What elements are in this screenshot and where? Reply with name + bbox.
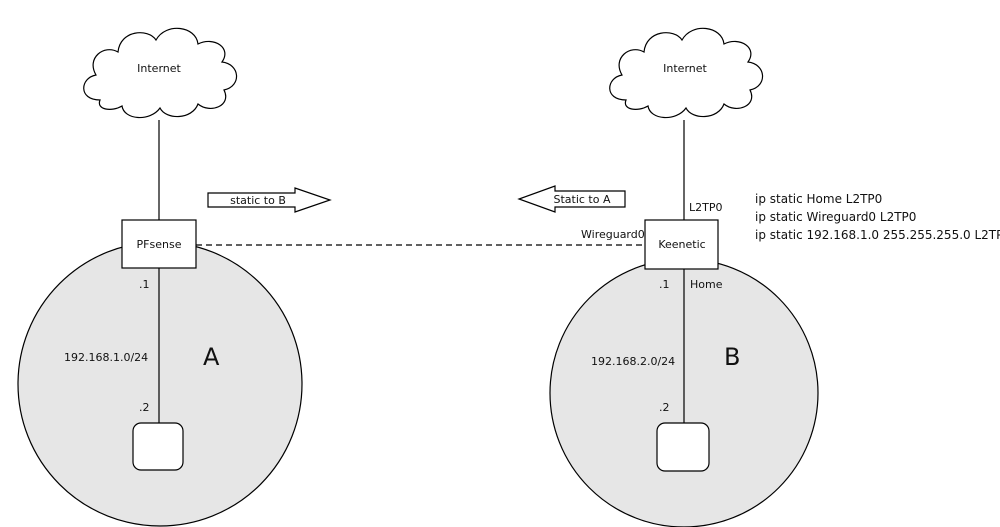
static-route-command: ip static Wireguard0 L2TP0: [755, 210, 916, 224]
client-host-left: .2: [139, 401, 150, 414]
internet-label-right: Internet: [663, 62, 707, 75]
client-device-right[interactable]: [656, 422, 710, 472]
zone-letter-b: B: [724, 343, 740, 371]
l2tp-interface-label: L2TP0: [689, 201, 722, 214]
gateway-host-left: .1: [139, 278, 150, 291]
wireguard-interface-label: Wireguard0: [581, 228, 645, 241]
site-a-zone: [17, 241, 303, 527]
static-to-a-arrow: [517, 185, 626, 213]
internet-cloud-left: [83, 27, 238, 119]
internet-label-left: Internet: [137, 62, 181, 75]
gateway-host-right: .1: [659, 278, 670, 291]
zone-letter-a: A: [203, 343, 220, 371]
client-host-right: .2: [659, 401, 670, 414]
static-to-b-arrow: [207, 187, 332, 213]
home-interface-label: Home: [690, 278, 723, 291]
keenetic-router-label: Keenetic: [658, 238, 705, 251]
static-route-command: ip static 192.168.1.0 255.255.255.0 L2TP…: [755, 228, 1000, 242]
subnet-label-right: 192.168.2.0/24: [591, 355, 675, 368]
static-to-a-label: Static to A: [553, 193, 610, 206]
pfsense-router-label: PFsense: [137, 238, 182, 251]
pfsense-router[interactable]: [121, 219, 197, 269]
keenetic-router[interactable]: [644, 219, 719, 270]
static-route-command: ip static Home L2TP0: [755, 192, 882, 206]
subnet-label-left: 192.168.1.0/24: [64, 351, 148, 364]
static-to-b-label: static to B: [230, 194, 286, 207]
internet-cloud-right: [609, 27, 764, 119]
client-device-left[interactable]: [132, 422, 184, 471]
